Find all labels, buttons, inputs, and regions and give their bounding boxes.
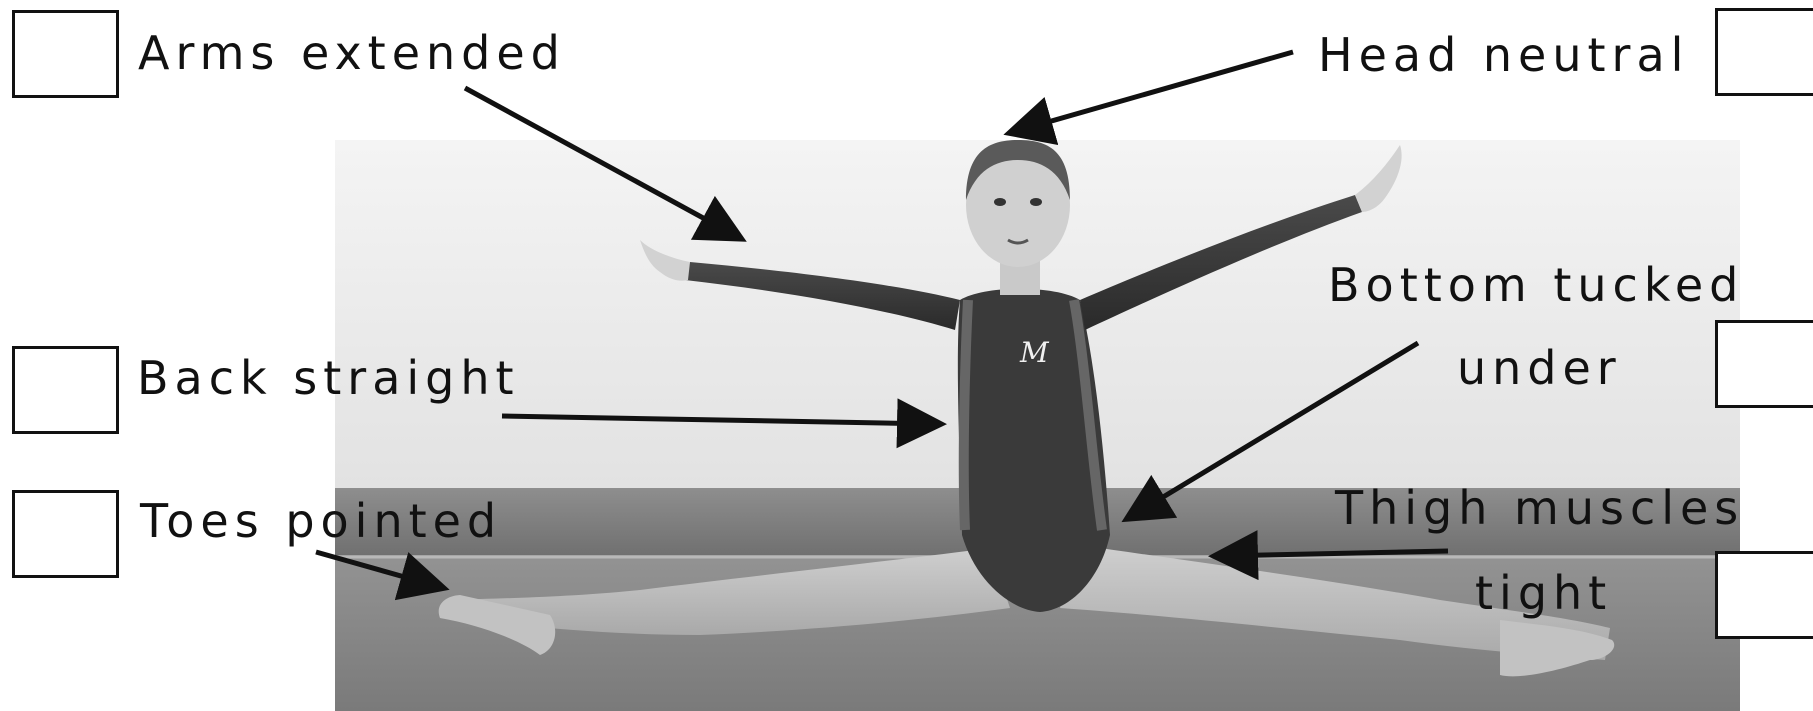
checkbox-toes-pointed[interactable] [12, 490, 119, 578]
label-back-straight: Back straight [137, 355, 520, 401]
arrow-arms-extended [465, 88, 738, 237]
arrow-thigh-muscles [1218, 551, 1448, 556]
label-thigh-muscles-line2: tight [1475, 570, 1612, 616]
label-toes-pointed: Toes pointed [140, 498, 502, 544]
arrow-back-straight [502, 416, 937, 424]
arrow-toes-pointed [316, 552, 440, 587]
label-bottom-tucked-line2: under [1457, 345, 1622, 391]
arrow-head-neutral [1013, 52, 1293, 132]
checkbox-bottom-tucked[interactable] [1715, 320, 1813, 408]
label-arms-extended: Arms extended [138, 30, 566, 76]
checkbox-head-neutral[interactable] [1715, 8, 1813, 96]
label-head-neutral: Head neutral [1318, 32, 1689, 78]
checkbox-back-straight[interactable] [12, 346, 119, 434]
label-bottom-tucked-line1: Bottom tucked [1328, 262, 1744, 308]
checkbox-arms-extended[interactable] [12, 10, 119, 98]
checkbox-thigh-muscles[interactable] [1715, 551, 1813, 639]
label-thigh-muscles-line1: Thigh muscles [1335, 485, 1744, 531]
